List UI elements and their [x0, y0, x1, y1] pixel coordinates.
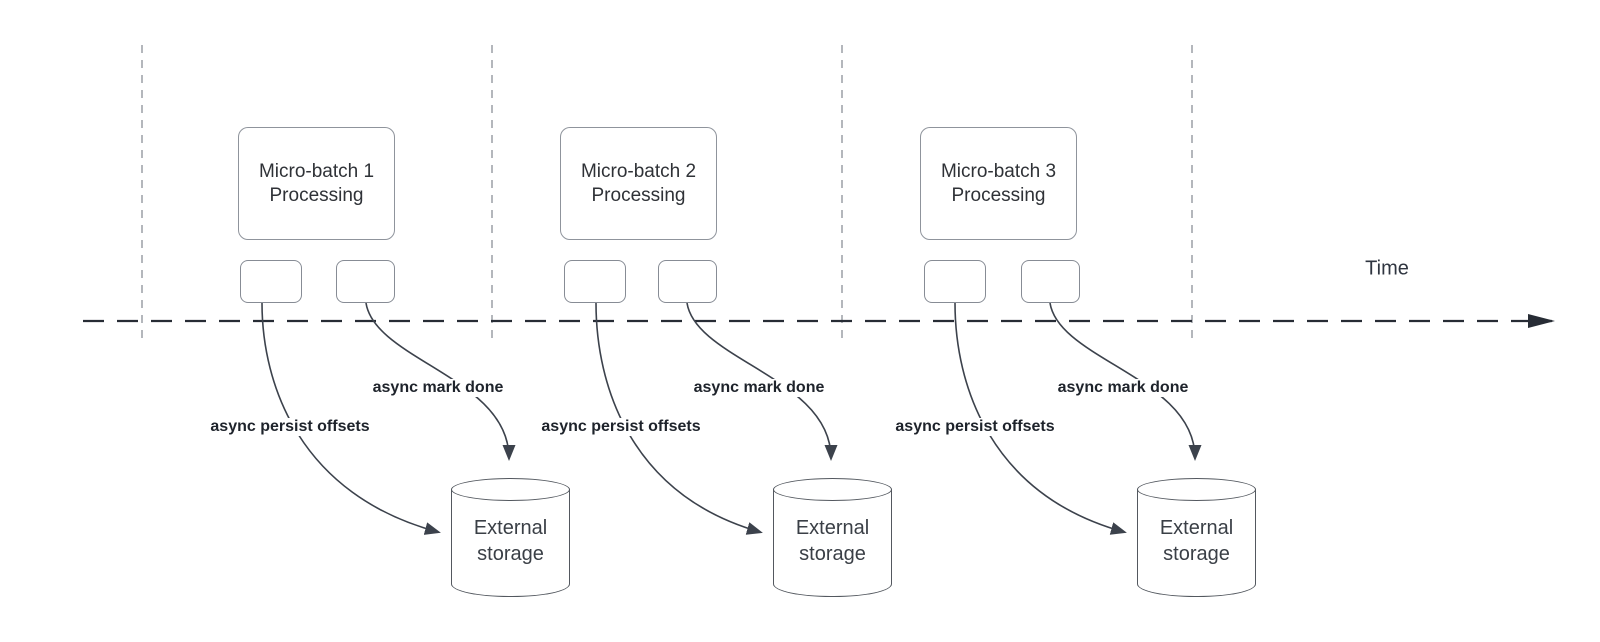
- batch-1-persist-offsets-label: async persist offsets: [207, 418, 373, 436]
- batch-3-commit-task-box: [1021, 260, 1080, 303]
- micro-batch-3-title-line2: Processing: [951, 184, 1046, 206]
- storage-label-line2: storage: [1163, 543, 1230, 565]
- micro-batch-1-title-line2: Processing: [269, 184, 364, 206]
- cylinder-top-ellipse: [1137, 478, 1256, 501]
- batch-1-external-storage-cylinder: External storage: [451, 478, 570, 597]
- micro-batch-3-title-line1: Micro-batch 3: [940, 160, 1057, 182]
- storage-label-line2: storage: [799, 543, 866, 565]
- micro-batch-2-processing-box: Micro-batch 2 Processing: [560, 127, 717, 240]
- batch-2-external-storage-label: External storage: [773, 515, 892, 567]
- batch-3-offsets-task-box: [924, 260, 986, 303]
- micro-batch-2-title-line2: Processing: [591, 184, 686, 206]
- batch-2-external-storage-cylinder: External storage: [773, 478, 892, 597]
- batch-1-mark-done-label: async mark done: [369, 379, 507, 397]
- micro-batch-1-processing-box: Micro-batch 1 Processing: [238, 127, 395, 240]
- batch-3-mark-done-label: async mark done: [1054, 379, 1192, 397]
- cylinder-body: [451, 489, 570, 597]
- storage-label-line2: storage: [477, 543, 544, 565]
- batch-3-mark-done-arrow: [1049, 302, 1202, 461]
- time-axis-label: Time: [1365, 257, 1409, 280]
- cylinder-body: [773, 489, 892, 597]
- batch-1-offsets-task-box: [240, 260, 302, 303]
- cylinder-top-ellipse: [773, 478, 892, 501]
- batch-1-mark-done-arrow: [365, 302, 516, 461]
- micro-batch-1-title-line1: Micro-batch 1: [258, 160, 375, 182]
- storage-label-line1: External: [473, 517, 548, 539]
- micro-batch-2-title-line1: Micro-batch 2: [580, 160, 697, 182]
- batch-2-mark-done-label: async mark done: [690, 379, 828, 397]
- batch-3-persist-offsets-label: async persist offsets: [892, 418, 1058, 436]
- batch-3-external-storage-cylinder: External storage: [1137, 478, 1256, 597]
- interval-separator-lines: [141, 45, 1193, 340]
- cylinder-top-ellipse: [451, 478, 570, 501]
- micro-batch-3-processing-box: Micro-batch 3 Processing: [920, 127, 1077, 240]
- batch-3-external-storage-label: External storage: [1137, 515, 1256, 567]
- batch-2-commit-task-box: [658, 260, 717, 303]
- batch-2-persist-offsets-label: async persist offsets: [538, 418, 704, 436]
- storage-label-line1: External: [1159, 517, 1234, 539]
- cylinder-body: [1137, 489, 1256, 597]
- batch-1-commit-task-box: [336, 260, 395, 303]
- batch-2-mark-done-arrow: [686, 302, 838, 461]
- batch-1-external-storage-label: External storage: [451, 515, 570, 567]
- batch-2-offsets-task-box: [564, 260, 626, 303]
- storage-label-line1: External: [795, 517, 870, 539]
